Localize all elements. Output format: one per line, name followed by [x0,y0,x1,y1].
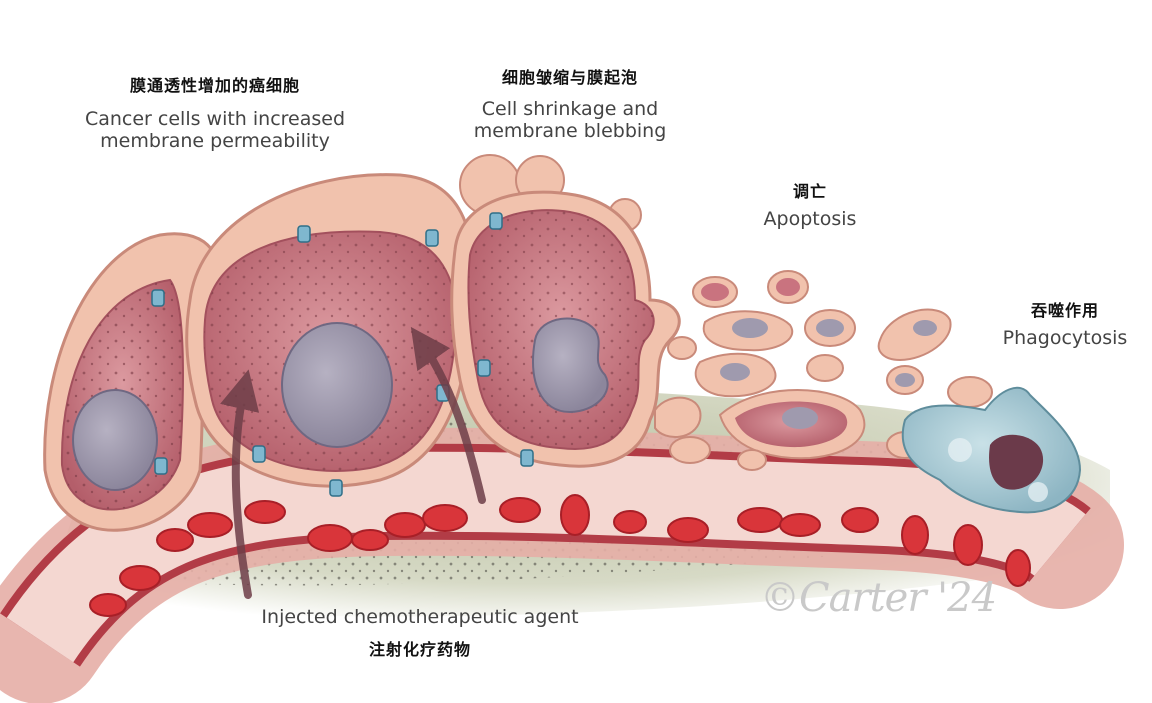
apoptotic-body [877,308,952,362]
red-blood-cell [841,507,879,533]
engulfed-body [989,434,1044,490]
label-agent: Injected chemotherapeutic agent 注射化疗药物 [230,606,610,660]
apoptotic-body [806,354,844,382]
red-blood-cell [89,593,127,617]
membrane-channel [252,445,266,463]
cancer-cell-middle [185,173,474,488]
label-phagocytosis-en: Phagocytosis [1002,327,1128,349]
red-blood-cell [156,528,194,552]
label-shrinkage-en-1: Cell shrinkage and [481,98,659,120]
drug-entry-arrows [220,326,486,599]
red-blood-cell [384,512,426,538]
red-blood-cell [187,512,233,538]
label-phagocytosis: 吞噬作用 Phagocytosis [985,297,1145,349]
label-apoptosis-en: Apoptosis [763,208,857,230]
shrinking-cell [450,154,681,468]
membrane-channel [489,212,503,230]
membrane-channel [520,449,534,467]
red-blood-cell [779,513,821,537]
red-blood-cell [1005,549,1031,587]
red-blood-cell [119,565,161,591]
membrane-channel [154,457,168,475]
red-blood-cell [499,497,541,523]
cancer-cell-left [43,232,218,532]
label-shrinkage: 细胞皱缩与膜起泡 Cell shrinkage and membrane ble… [455,64,685,142]
label-apoptosis: 调亡 Apoptosis [745,178,875,230]
apoptotic-body [947,376,993,408]
red-blood-cell [613,510,647,534]
drug-entry-arrow [220,369,260,599]
apoptotic-body [667,336,697,360]
red-blood-cell [667,517,709,543]
label-apoptosis-zh: 调亡 [792,182,827,201]
label-cancer-cells: 膜通透性增加的癌细胞 Cancer cells with increased m… [60,72,370,152]
red-blood-cell [953,524,983,566]
membrane-channel [151,289,165,307]
blood-vessel [0,427,1124,703]
label-cancer-cells-en-2: membrane permeability [100,130,330,152]
apoptotic-bodies [654,270,993,471]
drug-entry-arrow [410,326,486,504]
red-blood-cell [351,529,389,551]
red-blood-cell [307,524,353,552]
nucleus [532,317,609,414]
red-blood-cell [560,494,590,536]
label-cancer-cells-zh: 膜通透性增加的癌细胞 [129,76,300,95]
apoptotic-body [737,449,767,471]
label-cancer-cells-en-1: Cancer cells with increased [84,108,346,130]
label-shrinkage-en-2: membrane blebbing [473,120,667,142]
label-agent-en: Injected chemotherapeutic agent [261,606,579,628]
label-agent-zh: 注射化疗药物 [368,640,471,659]
nucleus [72,389,158,491]
membrane-channel [477,359,491,377]
red-blood-cell [244,500,286,524]
red-blood-cells [89,494,1031,617]
apoptotic-body [669,436,711,464]
vacuole [1028,482,1048,502]
artist-signature: ©Carter '24 [760,575,997,621]
membrane-channel [425,229,439,247]
red-blood-cell [901,515,929,555]
membrane-channel [297,225,311,243]
label-shrinkage-zh: 细胞皱缩与膜起泡 [501,68,638,87]
membrane-channel [329,479,343,497]
nucleus [281,322,393,448]
red-blood-cell [737,507,783,533]
vacuole [948,438,972,462]
macrophage [901,386,1082,514]
red-blood-cell [422,504,468,532]
label-phagocytosis-zh: 吞噬作用 [1030,301,1099,320]
apoptotic-body [654,396,702,439]
membrane-channels [151,212,534,497]
